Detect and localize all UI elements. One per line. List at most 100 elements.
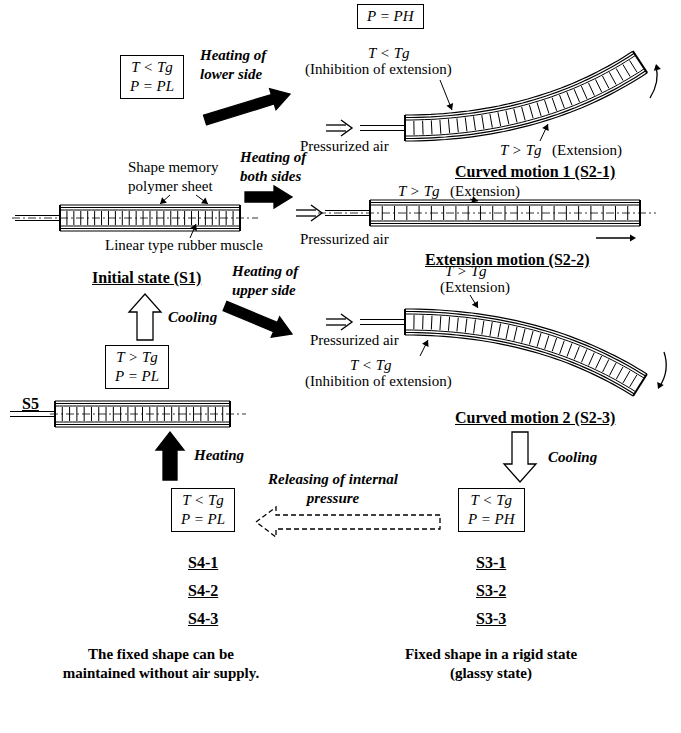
leader-line — [540, 124, 548, 141]
s21-actuator-rib — [560, 95, 565, 108]
s23-actuator-pipe — [360, 324, 405, 325]
s1-actuator-centerline — [12, 218, 258, 219]
state-label: S4-2 — [188, 581, 218, 600]
motion-arrow — [650, 66, 657, 98]
leader-line — [160, 195, 170, 204]
state-label: S3-1 — [476, 553, 506, 572]
process-label: Heating of upper side — [232, 262, 314, 300]
s23-actuator-rib — [431, 316, 433, 330]
part-label: Pressurized air — [310, 331, 399, 350]
s23-actuator-rib — [522, 329, 525, 343]
s5-actuator-rib — [208, 407, 209, 421]
s5-actuator-wall — [55, 406, 230, 407]
s1-actuator-rib — [122, 211, 123, 225]
s23-actuator-rib — [616, 367, 623, 379]
s5-actuator-rib — [171, 407, 172, 421]
s23-actuator-rib — [474, 320, 476, 334]
s21-actuator-pipe — [360, 130, 405, 131]
s1-actuator-pipe — [15, 215, 60, 216]
s5-actuator-wall — [55, 403, 230, 404]
part-label: T > Tg — [398, 182, 440, 201]
s22-actuator-rib — [566, 206, 567, 220]
s23-actuator-cap — [404, 309, 406, 335]
s23-actuator-pipe — [360, 319, 405, 320]
s5-actuator-wall — [55, 424, 230, 425]
s23-actuator-rib — [567, 343, 572, 356]
heating-arrow — [245, 186, 292, 208]
s22-actuator-wall — [370, 199, 640, 200]
leader-head — [472, 301, 478, 308]
s21-actuator-rib — [448, 119, 449, 133]
condition-text: P = PL — [181, 510, 225, 529]
part-label: Shape memory polymer sheet — [128, 158, 238, 196]
s21-actuator-rib — [529, 105, 533, 118]
s22-actuator-rib — [443, 206, 444, 220]
s22-actuator-rib — [406, 206, 407, 220]
s21-actuator-rib — [439, 120, 441, 134]
s21-actuator-rib — [567, 92, 572, 105]
s1-actuator-rib — [73, 211, 74, 225]
part-label: T < Tg — [350, 356, 392, 375]
s23-actuator-rib — [623, 371, 630, 383]
state-label: S3-2 — [476, 581, 506, 600]
state-label: Initial state (S1) — [92, 268, 201, 287]
s5-actuator-wall — [55, 400, 230, 401]
motion-head — [654, 64, 661, 71]
part-label: (Extension) — [450, 182, 520, 201]
s23-actuator-rib — [630, 375, 637, 387]
heating-arrow — [156, 432, 184, 480]
state-label: S3-3 — [476, 609, 506, 628]
leader-head — [160, 197, 167, 204]
s21-actuator-wall — [405, 51, 633, 115]
condition-text: P = PH — [367, 7, 414, 26]
s21-actuator-rib — [514, 109, 517, 123]
condition-box: T > TgP = PL — [105, 345, 169, 389]
leader-head — [422, 340, 428, 347]
s1-actuator-rib — [170, 211, 171, 225]
s21-actuator-cap — [633, 51, 647, 73]
s23-actuator-wall — [405, 309, 647, 374]
s23-actuator-rib — [581, 349, 586, 362]
s21-actuator-rib — [545, 100, 549, 113]
condition-text: P = PL — [115, 367, 159, 386]
s23-actuator-rib — [609, 363, 615, 375]
part-label: (Extension) — [552, 141, 622, 160]
part-label: (Extension) — [440, 278, 510, 297]
s23-actuator-rib — [574, 346, 579, 359]
s23-actuator-rib — [589, 353, 595, 366]
s1-actuator-wall — [60, 210, 240, 211]
leader-head — [542, 124, 549, 131]
condition-text: T > Tg — [115, 348, 159, 367]
state-label: S5 — [22, 394, 39, 413]
s22-actuator-rib — [615, 206, 616, 220]
air-arrow — [326, 124, 346, 125]
s23-actuator-rib — [603, 359, 609, 372]
s21-actuator-rib — [498, 112, 501, 126]
heating-arrow — [223, 301, 292, 337]
s23-actuator-rib — [490, 322, 492, 336]
s23-actuator-rib — [545, 336, 549, 349]
s22-actuator-centerline — [318, 213, 656, 214]
s23-actuator-rib — [537, 333, 541, 346]
s21-actuator-rib — [474, 116, 476, 130]
part-label: Fixed shape in a rigid state (glassy sta… — [390, 645, 592, 683]
s21-actuator-rib — [537, 103, 541, 116]
s21-actuator-rib — [581, 86, 587, 99]
condition-text: P = PL — [130, 77, 174, 96]
s22-actuator-wall — [370, 225, 640, 226]
air-arrow — [326, 324, 346, 325]
air-arrow — [296, 215, 316, 216]
s1-actuator-rib — [198, 211, 199, 225]
part-label: The fixed shape can be maintained withou… — [50, 645, 272, 683]
part-label: T > Tg — [500, 141, 542, 160]
state-label: S4-3 — [188, 609, 218, 628]
s21-actuator-rib — [482, 115, 484, 129]
s1-actuator-wall — [60, 226, 240, 227]
motion-head — [630, 234, 636, 241]
air-arrow — [326, 130, 346, 131]
air-arrow — [296, 209, 316, 210]
s23-actuator-rib — [457, 318, 458, 332]
s5-actuator-wall — [55, 422, 230, 423]
condition-box: T < TgP = PL — [171, 488, 235, 532]
